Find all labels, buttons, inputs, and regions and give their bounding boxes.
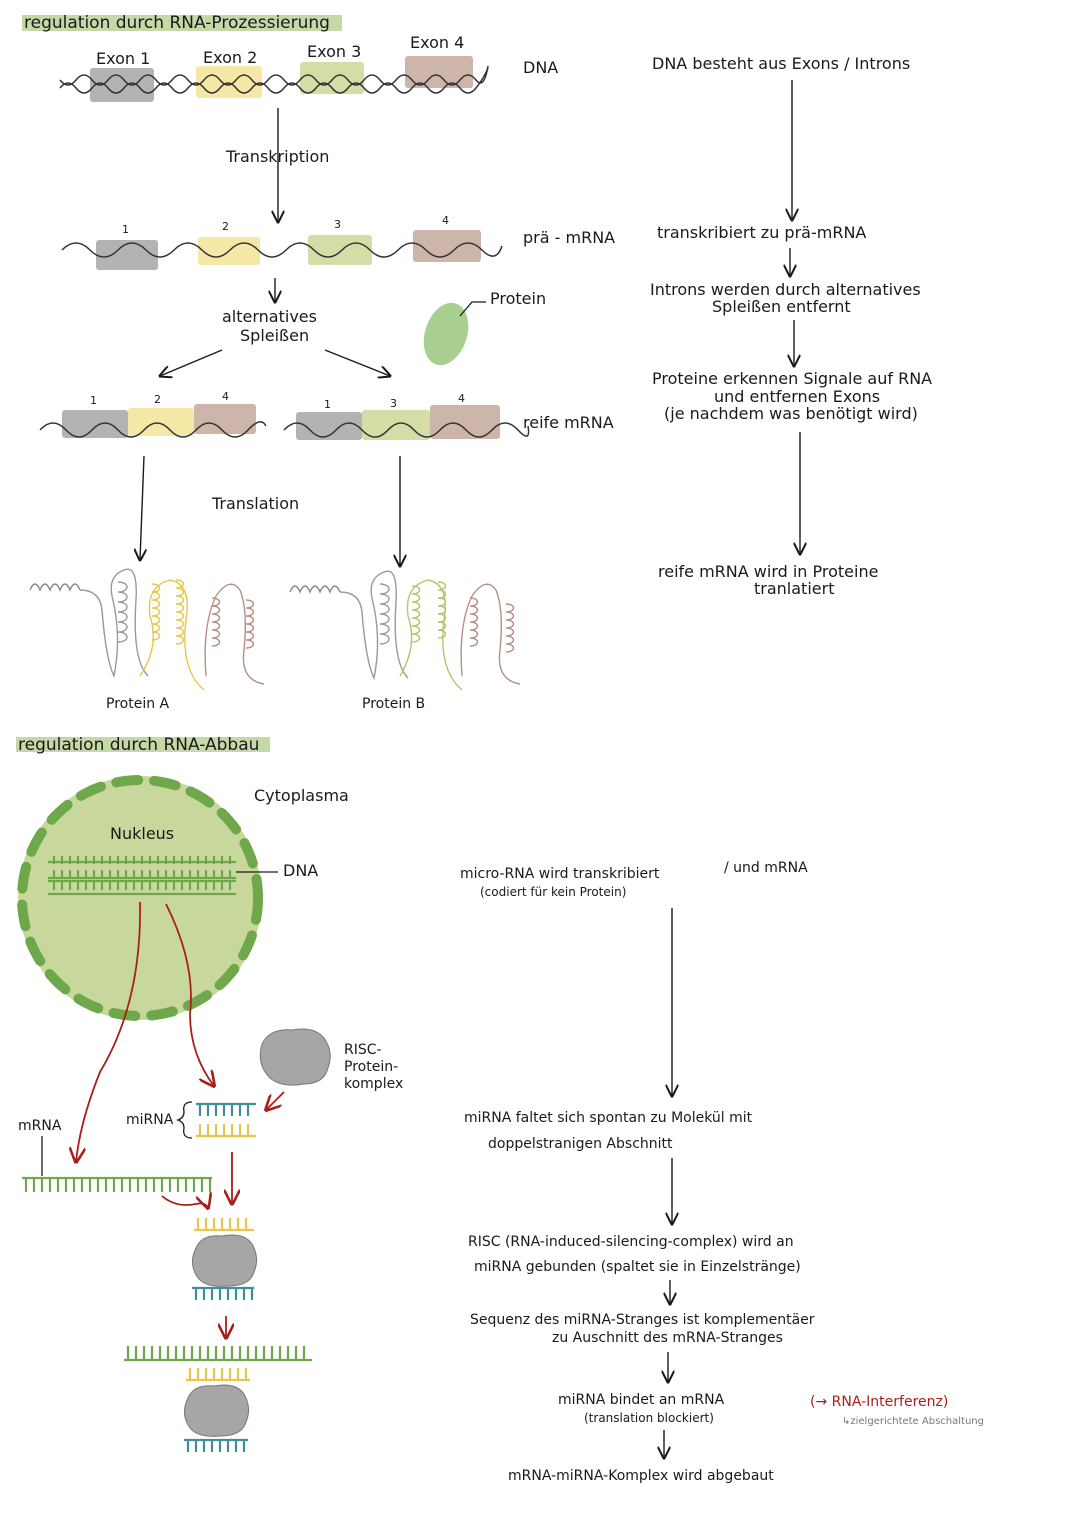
- exon-4-label: Exon 4: [410, 33, 464, 52]
- s1-step-2: transkribiert zu prä-mRNA: [657, 223, 866, 242]
- nucleus: [18, 776, 262, 1020]
- splicing-label-line2: Spleißen: [240, 326, 309, 345]
- mature-mrna-label: reife mRNA: [523, 413, 614, 432]
- s2-step-4b: zu Auschnitt des mRNA-Stranges: [552, 1330, 783, 1346]
- exon-1-label: Exon 1: [96, 49, 150, 68]
- mrna-mirna-complex: [124, 1346, 312, 1452]
- s2-step-3b: miRNA gebunden (spaltet sie in Einzelstr…: [474, 1259, 801, 1275]
- s1-step-4a: Proteine erkennen Signale auf RNA: [652, 369, 932, 388]
- s2-step-6: mRNA-miRNA-Komplex wird abgebaut: [508, 1468, 774, 1484]
- nuclear-envelope: [17, 775, 263, 1021]
- nucleus-label: Nukleus: [110, 824, 174, 843]
- translation-arrow-a: [140, 455, 144, 560]
- protein-b-structure: [289, 570, 521, 691]
- s2-step-1b: / und mRNA: [724, 860, 808, 876]
- s2-step-2b: doppelstranigen Abschnitt: [488, 1136, 673, 1152]
- pre-mrna-num-2: 2: [222, 220, 229, 233]
- pre-mrna-num-3: 3: [334, 218, 341, 231]
- exon-2-label: Exon 2: [203, 48, 257, 67]
- heading-highlight: [22, 15, 342, 31]
- s1-step-5a: reife mRNA wird in Proteine: [658, 562, 878, 581]
- mirna-brace: [175, 1101, 193, 1139]
- protein-blob: [423, 302, 469, 366]
- mirna-label: miRNA: [126, 1112, 174, 1128]
- nucleus-dna-label: DNA: [283, 861, 318, 880]
- mirna-transcription-arrow: [165, 903, 214, 1086]
- s2-step-3a: RISC (RNA-induced-silencing-complex) wir…: [468, 1234, 794, 1250]
- mrna-b-num-3: 3: [390, 397, 397, 410]
- section2-heading: regulation durch RNA-Abbau: [18, 735, 259, 755]
- mrna-a-num-1: 1: [90, 394, 97, 407]
- translation-label: Translation: [211, 494, 299, 513]
- heading2-highlight: [16, 737, 270, 752]
- protein-a-label: Protein A: [106, 696, 170, 712]
- mrna-b-num-4: 4: [458, 392, 465, 405]
- rna-interference-label: (→ RNA-Interferenz): [810, 1394, 948, 1410]
- protein-a-structure: [29, 568, 265, 691]
- split-arrow-right: [324, 349, 390, 376]
- s2-step-5b: (translation blockiert): [584, 1411, 714, 1425]
- risc-complex: [259, 1028, 331, 1086]
- s2-step-1a: micro-RNA wird transkribiert: [460, 866, 660, 882]
- mrna-transcription-arrow: [76, 901, 141, 1162]
- s2-step-5a: miRNA bindet an mRNA: [558, 1392, 725, 1408]
- splicing-label-line1: alternatives: [222, 307, 317, 326]
- mrna-strand: [22, 1176, 212, 1192]
- dna-strand: [59, 56, 489, 102]
- mrna-b-num-1: 1: [324, 398, 331, 411]
- s2-step-4a: Sequenz des miRNA-Stranges ist komplemen…: [470, 1312, 815, 1328]
- mrna-a-num-4: 4: [222, 390, 229, 403]
- s1-step-3a: Introns werden durch alternatives: [650, 280, 921, 299]
- mature-mrna-b: [283, 405, 530, 440]
- mrna-label: mRNA: [18, 1118, 62, 1134]
- s1-step-5b: tranlatiert: [754, 579, 834, 598]
- s1-step-4b: und entfernen Exons: [714, 387, 880, 406]
- transcription-label: Transkription: [225, 147, 329, 166]
- risc-binding-arrow: [266, 1091, 285, 1110]
- risc-label-3: komplex: [344, 1076, 403, 1092]
- pre-mrna-strand: [61, 230, 503, 270]
- pre-mrna-label: prä - mRNA: [523, 228, 615, 247]
- pre-mrna-num-1: 1: [122, 223, 129, 236]
- section1-heading: regulation durch RNA-Prozessierung: [24, 13, 330, 33]
- cytoplasm-label: Cytoplasma: [254, 786, 349, 805]
- pre-mrna-num-4: 4: [442, 214, 449, 227]
- risc-label-2: Protein-: [344, 1059, 398, 1075]
- s1-step-1: DNA besteht aus Exons / Introns: [652, 54, 910, 73]
- mirna-duplex: [196, 1102, 256, 1138]
- risc-split-complex: [192, 1218, 258, 1300]
- split-arrow-left: [160, 349, 223, 376]
- nucleus-dna: [48, 856, 236, 896]
- protein-label: Protein: [490, 289, 546, 308]
- dna-label: DNA: [523, 58, 558, 77]
- s1-step-3b: Spleißen entfernt: [712, 297, 851, 316]
- exon-3-label: Exon 3: [307, 42, 361, 61]
- mature-mrna-a: [39, 404, 267, 438]
- risc-label-1: RISC-: [344, 1042, 382, 1058]
- protein-b-label: Protein B: [362, 696, 425, 712]
- mrna-to-complex-arrow: [161, 1196, 208, 1208]
- targeted-shutdown-note: ↳zielgerichtete Abschaltung: [842, 1416, 984, 1427]
- mrna-a-num-2: 2: [154, 393, 161, 406]
- protein-pointer: [459, 301, 486, 317]
- s1-step-4c: (je nachdem was benötigt wird): [664, 404, 918, 423]
- s2-step-2a: miRNA faltet sich spontan zu Molekül mit: [464, 1110, 753, 1126]
- s2-step-1c: (codiert für kein Protein): [480, 885, 626, 899]
